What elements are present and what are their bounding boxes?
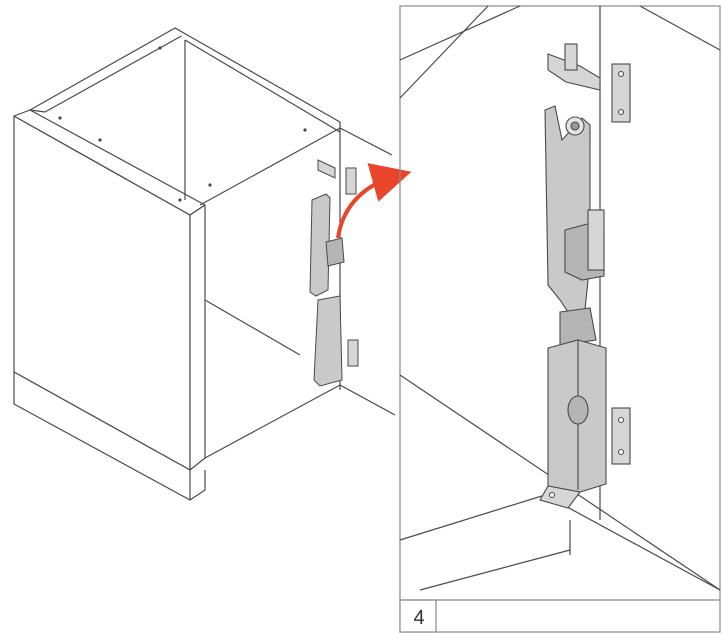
detail-frame xyxy=(399,5,721,633)
detail-hinge-icon xyxy=(547,43,631,123)
lift-mechanism-icon xyxy=(309,193,359,387)
detail-lift-arm xyxy=(544,105,605,313)
step-label-box xyxy=(399,599,437,633)
cabinet-overview xyxy=(13,27,396,501)
cabinet-right-panel xyxy=(189,204,206,471)
cabinet-top-rail-back xyxy=(29,27,186,113)
hinge-icon xyxy=(317,159,357,195)
curved-arrow-icon xyxy=(336,163,412,239)
step-number: 4 xyxy=(413,607,425,629)
detail-view xyxy=(399,5,721,633)
detail-lift-body xyxy=(539,307,631,509)
